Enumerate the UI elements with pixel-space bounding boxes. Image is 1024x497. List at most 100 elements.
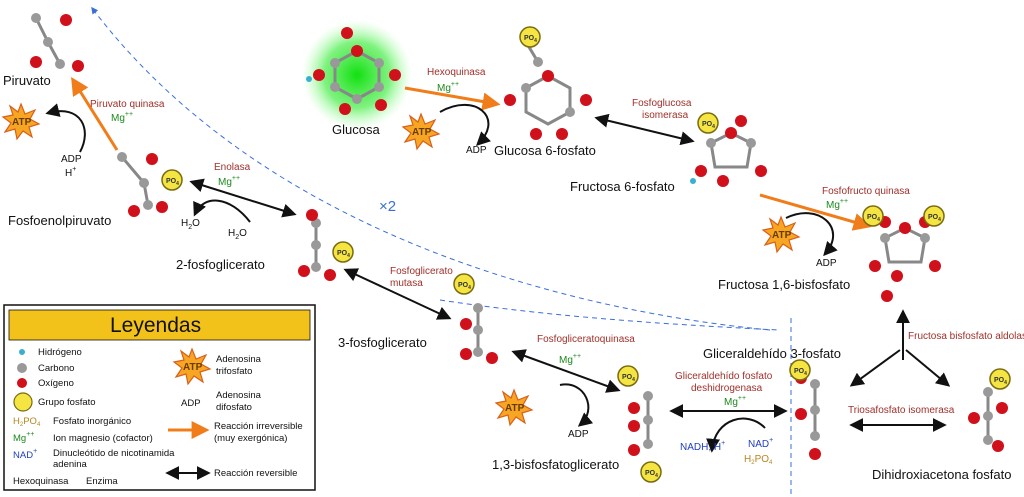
pg2-molecule xyxy=(298,209,336,281)
f6p-label: Fructosa 6-fosfato xyxy=(570,179,675,194)
f16bp-label: Fructosa 1,6-bisfosfato xyxy=(718,277,850,292)
pgk-label: Fosfogliceratoquinasa xyxy=(537,334,635,345)
po4-label: PO4 xyxy=(337,250,350,259)
pk-mg: Mg++ xyxy=(111,111,133,124)
g3p-molecule xyxy=(795,372,821,460)
pgm-label-2: mutasa xyxy=(390,278,423,289)
legend-adenosina-di-2: difosfato xyxy=(216,402,252,413)
dashed-to-g3p xyxy=(439,299,779,331)
bpg-label: 1,3-bisfosfatoglicerato xyxy=(492,457,619,472)
adp-label-pgk: ADP xyxy=(568,429,589,440)
legend-adp: ADP xyxy=(181,398,201,409)
pk-label: Piruvato quinasa xyxy=(90,99,165,110)
gapdh-curved-arrow xyxy=(706,417,766,453)
glucosa-label: Glucosa xyxy=(332,122,380,137)
enolasa-curved-arrow xyxy=(193,199,251,223)
h2o-label-2: H2O xyxy=(228,228,247,241)
po4-label: PO4 xyxy=(702,121,715,130)
piruvato-label: Piruvato xyxy=(3,73,51,88)
hk-curved-arrow xyxy=(439,103,491,146)
legend-nad: NAD+ xyxy=(13,448,37,461)
gapdh-label-1: Gliceraldehído fosfato xyxy=(675,371,773,382)
adp-label-hk: ADP xyxy=(466,145,487,156)
pfk-mg: Mg++ xyxy=(826,198,848,211)
pep-label: Fosfoenolpiruvato xyxy=(8,213,111,228)
f16bp-molecule xyxy=(869,216,941,302)
piruvato-molecule xyxy=(30,13,84,72)
hexoquinasa-label: Hexoquinasa xyxy=(427,67,486,78)
enolasa-label: Enolasa xyxy=(214,162,251,173)
pep-molecule xyxy=(117,152,168,217)
legend-box: Leyendas Hidrógeno Carbono Oxígeno Grupo… xyxy=(3,304,316,491)
legend-grupo-fosfato: Grupo fosfato xyxy=(38,397,96,408)
pgk-arrow xyxy=(511,349,621,393)
adp-label-pfk: ADP xyxy=(816,258,837,269)
gapdh-mg: Mg++ xyxy=(724,395,746,408)
po4-label: PO4 xyxy=(524,35,537,44)
tpi-label: Triosafosfato isomerasa xyxy=(848,405,955,416)
h2o-label-1: H2O xyxy=(181,218,200,231)
g3p-label: Gliceraldehído 3-fosfato xyxy=(703,346,841,361)
phosphate-icon xyxy=(13,392,33,412)
legend-atp: ATP xyxy=(183,362,203,373)
legend-adenosina-tri-1: Adenosina xyxy=(216,354,262,365)
pfk-curved-arrow xyxy=(785,212,838,257)
adp-label-pk: ADP xyxy=(61,154,82,165)
legend-irreversible-1: Reacción irreversible xyxy=(214,421,303,432)
po4-label: PO4 xyxy=(794,368,807,377)
legend-oxigeno: Oxígeno xyxy=(38,378,74,389)
legend-carbono: Carbono xyxy=(38,363,74,374)
pgk-curved-arrow xyxy=(559,383,594,427)
pgi-arrow xyxy=(594,113,695,146)
legend-ion-magnesio: Ion magnesio (cofactor) xyxy=(53,433,153,444)
carbon-icon xyxy=(17,363,27,373)
legend-hexoquinasa: Hexoquinasa xyxy=(13,476,69,487)
dhap-label: Dihidroxiacetona fosfato xyxy=(872,467,1011,482)
aldolasa-label: Fructosa bisfosfato aldolasa xyxy=(908,331,1024,342)
gapdh-label-2: deshidrogenasa xyxy=(691,383,763,394)
pgm-arrow xyxy=(343,268,452,320)
legend-enzima: Enzima xyxy=(86,476,118,487)
nadh-label: NADH, H+ xyxy=(680,440,725,453)
legend-h2po4: H2PO4 xyxy=(13,416,41,428)
enolasa-arrow xyxy=(189,178,297,218)
legend-adenosina-tri-2: trifosfato xyxy=(216,366,252,377)
times-two-label: ×2 xyxy=(379,198,396,215)
pg2-label: 2-fosfoglicerato xyxy=(176,257,265,272)
aldolasa-arrow-left xyxy=(849,349,901,387)
atp-label-pgk: ATP xyxy=(505,403,525,414)
enolasa-mg: Mg++ xyxy=(218,175,240,188)
atp-label-pk: ATP xyxy=(12,117,32,128)
atp-label-hk: ATP xyxy=(412,127,432,138)
legend-dinucleotido-2: adenina xyxy=(53,459,88,470)
pfk-label: Fosfofructo quinasa xyxy=(822,186,910,197)
pgi-label-1: Fosfoglucosa xyxy=(632,98,692,109)
legend-fosfato-inorganico: Fosfato inorgánico xyxy=(53,416,131,427)
po4-label: PO4 xyxy=(458,282,471,291)
pgm-label-1: Fosfoglicerato xyxy=(390,266,453,277)
legend-adenosina-di-1: Adenosina xyxy=(216,390,262,401)
po4-label: PO4 xyxy=(994,377,1007,386)
legend-mg: Mg++ xyxy=(13,431,34,444)
po4-label: PO4 xyxy=(166,178,179,187)
glucose-molecule xyxy=(306,27,401,115)
legend-hidrogeno: Hidrógeno xyxy=(38,347,82,358)
pg3-molecule xyxy=(460,303,498,364)
g6p-molecule xyxy=(504,41,592,140)
bpg-molecule xyxy=(628,391,653,456)
po4-label: PO4 xyxy=(928,214,941,223)
legend-irreversible-2: (muy exergónica) xyxy=(214,433,287,444)
legend-reversible: Reacción reversible xyxy=(214,468,297,479)
dashed-return-path xyxy=(91,6,771,331)
oxygen-icon xyxy=(17,378,27,388)
pfk-arrow xyxy=(759,193,872,231)
pgk-mg: Mg++ xyxy=(559,353,581,366)
hexoquinasa-arrow xyxy=(404,86,501,111)
dhap-molecule xyxy=(968,387,1008,452)
g6p-label: Glucosa 6-fosfato xyxy=(494,143,596,158)
hydrogen-icon xyxy=(19,349,25,355)
po4-label: PO4 xyxy=(645,470,658,479)
aldolasa-arrow-right xyxy=(905,349,951,387)
h2po4-label: H2PO4 xyxy=(744,454,773,466)
